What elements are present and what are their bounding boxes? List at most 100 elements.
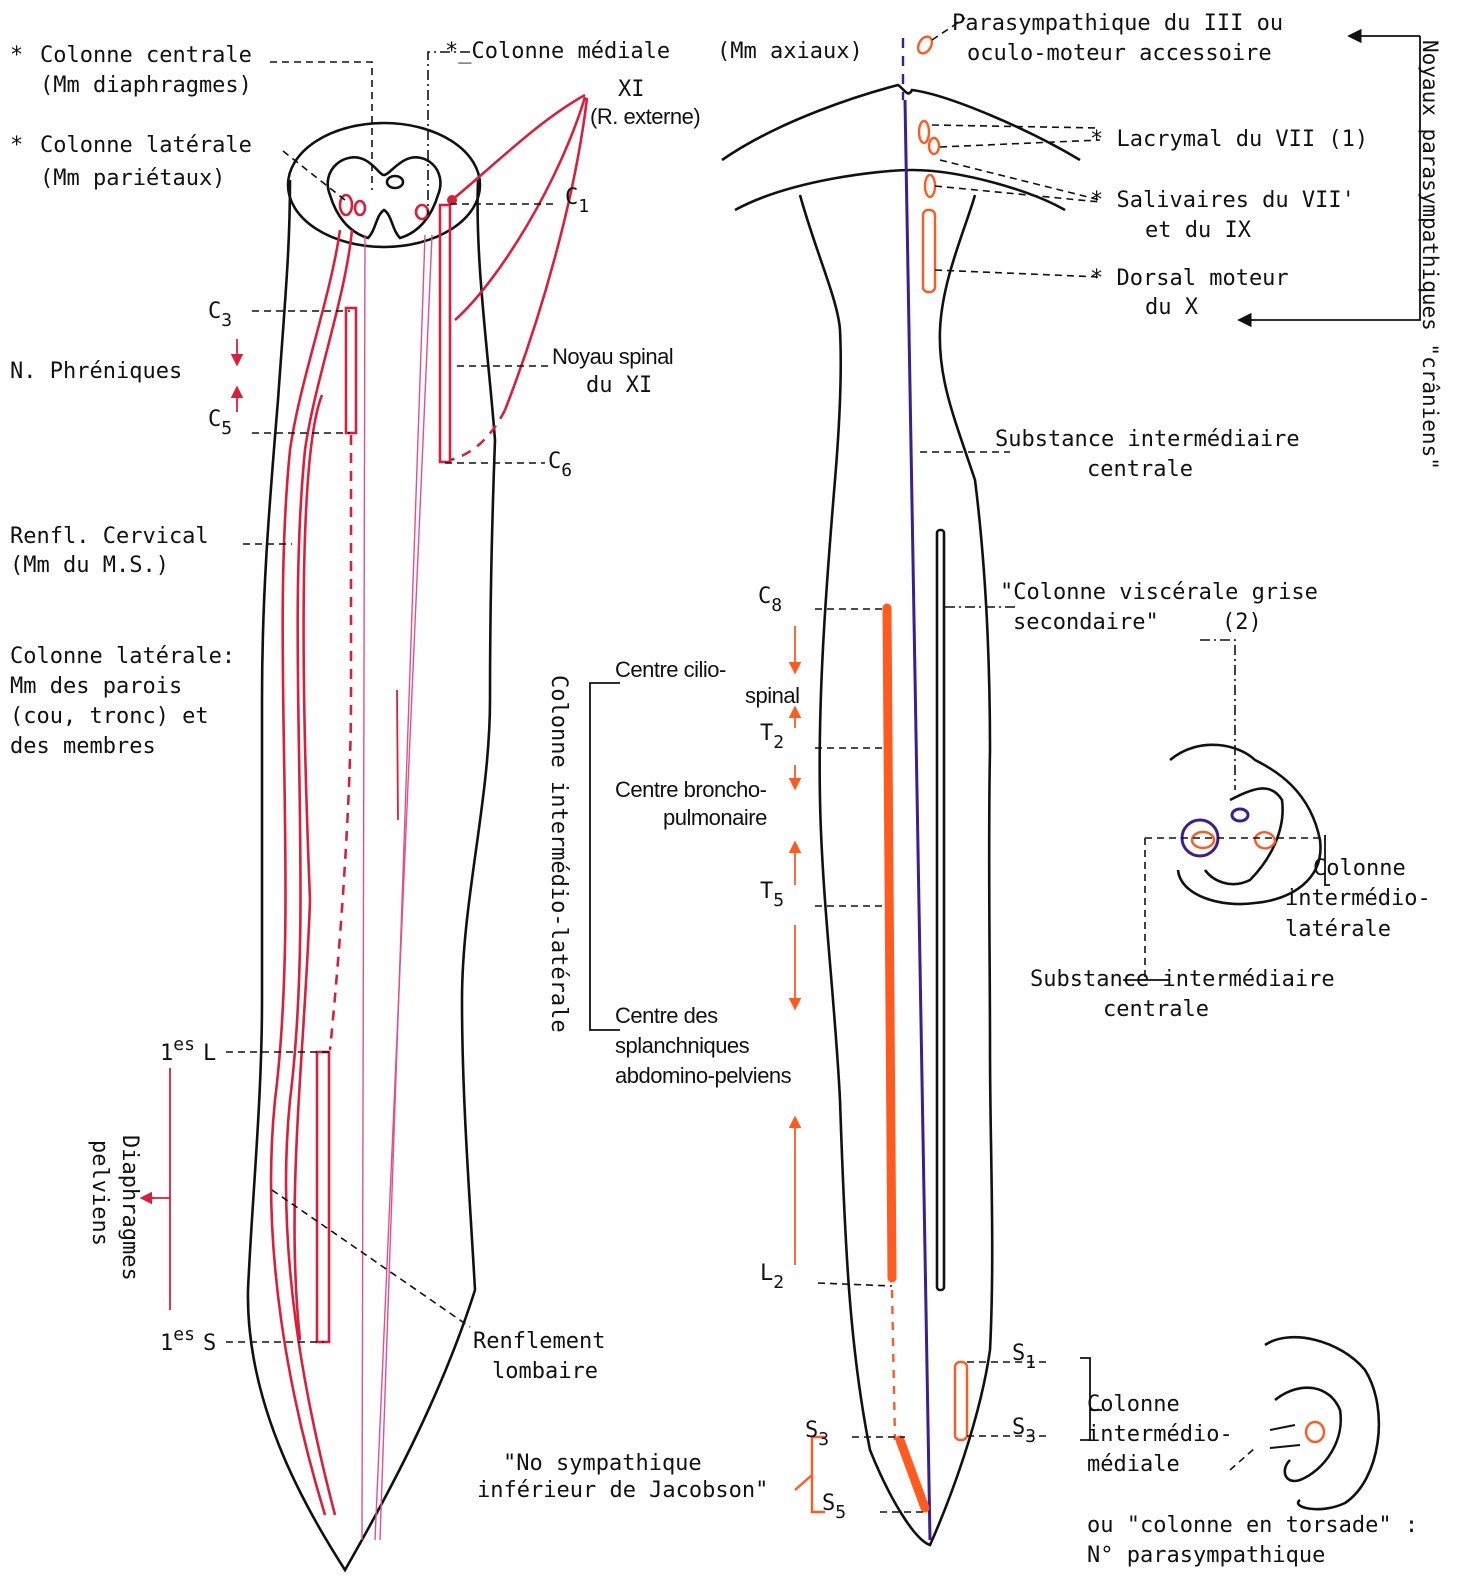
lumbosacral-column — [317, 1052, 329, 1342]
intermedio-med-label-3: médiale — [1087, 1452, 1180, 1477]
colonne-laterale-desc-3: (cou, tronc) et — [10, 704, 209, 729]
intermedio-lat-label-2: intermédio- — [1285, 886, 1431, 911]
intermedio-lat-label-3: latérale — [1285, 917, 1391, 942]
leader-intermedio-mediale — [1230, 1448, 1255, 1470]
colonne-laterale-desc-4: des membres — [10, 734, 156, 759]
midline — [905, 100, 930, 1540]
lacrymal-nucleus — [919, 121, 929, 143]
jacobson-nucleus — [900, 1440, 925, 1508]
renflement-lombaire-label: Renflement — [473, 1329, 605, 1354]
colonne-centrale-label: Colonne centrale — [40, 43, 252, 68]
c1-label: C1 — [565, 185, 589, 217]
dorsal-moteur-label: * Dorsal moteur — [1090, 266, 1289, 291]
right-cord-outline — [800, 195, 992, 1545]
parasymp-iii-nucleus — [915, 34, 934, 56]
thoracic-section-outline — [1170, 745, 1320, 904]
noyau-spinal-sub: du XI — [586, 373, 652, 398]
leader-visc-cross-section — [1200, 640, 1235, 790]
centre-splanchniques-2: splanchniques — [615, 1033, 750, 1058]
salivaires-label: * Salivaires du VII' — [1090, 188, 1355, 213]
colonne-viscerale-label: "Colonne viscérale grise — [1000, 580, 1318, 605]
c6-label: C6 — [548, 449, 572, 481]
centre-cilio-label: Centre cilio- — [615, 657, 726, 682]
s1-label: S1 — [1012, 1341, 1036, 1373]
nerve-xi-label: XI — [618, 77, 645, 102]
leader-colonne-laterale — [283, 151, 345, 200]
lacrymal-label: * Lacrymal du VII (1) — [1090, 127, 1368, 152]
substance-centrale-2-label: Substance intermédiaire — [1030, 967, 1335, 992]
brainstem-lower-outline — [735, 170, 1065, 210]
pink-tract-4 — [397, 690, 398, 820]
salivaires-sub: et du IX — [1145, 218, 1252, 243]
leader-salivaires — [935, 160, 1100, 202]
leader-renflement-lombaire — [272, 1190, 470, 1327]
l2-label: L2 — [760, 1261, 784, 1293]
torsade-sub: N° parasympathique — [1087, 1543, 1325, 1568]
sacral-roots — [1270, 1425, 1300, 1448]
il-column-dashed — [892, 1290, 895, 1440]
t2-label: T2 — [760, 721, 784, 753]
nerve-xi-sub: (R. externe) — [590, 104, 700, 129]
middle-leaders — [590, 609, 928, 1512]
renfl-cervical-sub: (Mm du M.S.) — [10, 553, 169, 578]
s5-label: S5 — [822, 1491, 846, 1523]
diaphragmes-label: Diaphragmes — [117, 1135, 142, 1281]
noyau-spinal-label: Noyau spinal — [552, 344, 673, 369]
colonne-mediale-label: *_Colonne médiale — [445, 39, 670, 64]
intermedio-med-label-2: intermédio- — [1087, 1422, 1233, 1447]
substance-centrale-sub: centrale — [1087, 457, 1193, 482]
noyaux-parasymp-label: Noyaux parasympathiques "crâniens" — [1418, 40, 1442, 470]
jacobson-sub: inférieur de Jacobson" — [477, 1478, 768, 1503]
sacral-parasymp-column — [955, 1362, 967, 1440]
leader-lacrymal — [932, 125, 1100, 147]
xi-spinal-column — [440, 205, 450, 462]
colonne-mediale-sub: (Mm axiaux) — [717, 39, 863, 64]
intermedio-med-label-1: Colonne — [1087, 1392, 1180, 1417]
sacral-section-outline — [1265, 1337, 1379, 1509]
colonne-centrale-star: * — [10, 43, 23, 68]
colonne-laterale-sub: (Mm pariétaux) — [40, 166, 225, 191]
colonne-viscerale-note: (2) — [1222, 610, 1262, 635]
right-spinal-cord — [722, 34, 1080, 1545]
dorsal-moteur-sub: du X — [1145, 295, 1199, 320]
thoracic-il-nucleus — [1255, 832, 1275, 848]
colonne-intermedio-laterale-label: Colonne intermédio-latérale — [546, 675, 571, 1033]
centre-splanchniques-1: Centre des — [615, 1003, 718, 1028]
thoracic-orange-nucleus — [1192, 832, 1214, 848]
intermediolateral-column — [887, 608, 892, 1278]
pink-tract-1 — [362, 235, 365, 1540]
s3-right-label: S3 — [1012, 1415, 1036, 1447]
substance-centrale-label: Substance intermédiaire — [995, 427, 1300, 452]
intermedio-lat-label-1: Colonne — [1313, 856, 1406, 881]
secondary-visceral-column — [937, 530, 944, 1290]
central-canal — [387, 176, 403, 188]
sacral-orange-nucleus — [1306, 1422, 1324, 1442]
parasymp-iii-sub: oculo-moteur accessoire — [967, 41, 1272, 66]
c5-label: C5 — [208, 407, 232, 439]
s3-label: S3 — [805, 1418, 829, 1450]
central-column-dashed — [330, 435, 351, 1050]
renfl-cervical-label: Renfl. Cervical — [10, 524, 209, 549]
phrenic-column — [346, 308, 356, 433]
t5-label: T5 — [760, 879, 784, 911]
leader-dorsal-moteur — [935, 270, 1100, 277]
diaphragmes-sub: pelviens — [87, 1140, 112, 1246]
leader-l2 — [818, 1283, 892, 1286]
diaphragmes-bracket — [143, 1068, 170, 1310]
renflement-lombaire-sub: lombaire — [492, 1359, 598, 1384]
first-l-label: 1esL — [160, 1034, 216, 1066]
lacrymal-nucleus-2 — [929, 138, 939, 154]
colonne-viscerale-sub: secondaire" — [1013, 610, 1159, 635]
xi-nerve-dashed — [450, 410, 505, 460]
right-labels: Parasympathique du III ou oculo-moteur a… — [952, 11, 1442, 1568]
intermedio-laterale-bracket — [590, 683, 620, 1030]
colonne-laterale-desc-1: Colonne latérale: — [10, 644, 235, 669]
thoracic-purple-small — [1232, 809, 1248, 821]
colonne-laterale-desc-2: Mm des parois — [10, 674, 182, 699]
sacral-grey-matter — [1275, 1388, 1341, 1481]
medial-column-nucleus — [416, 205, 428, 219]
salivary-nucleus — [925, 175, 935, 197]
